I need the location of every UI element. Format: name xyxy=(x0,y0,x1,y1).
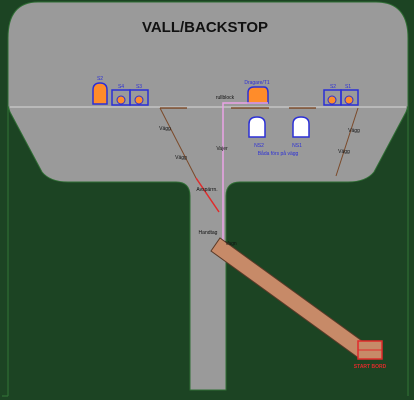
ns2-label: NS2 xyxy=(254,143,264,149)
s1-box xyxy=(340,89,359,106)
handtag-label: Handtag xyxy=(199,230,218,236)
s4-target xyxy=(116,95,126,105)
wall-label-3: Vägg xyxy=(348,128,360,134)
vagn-label: Vagn xyxy=(225,241,237,247)
vajer-label: Vajer xyxy=(216,146,228,152)
left-field-outline xyxy=(2,106,9,397)
start-bord-label: START BORD xyxy=(354,364,387,370)
wall-line-right xyxy=(335,107,359,177)
wall-label-1: Vägg xyxy=(159,126,171,132)
s3-box xyxy=(129,89,149,106)
s1-target xyxy=(344,95,354,105)
s4-label: S4 xyxy=(118,84,124,90)
s1-label: S1 xyxy=(345,84,351,90)
avsparrn-label: Avspärrn. xyxy=(196,187,217,193)
ns1-target xyxy=(292,116,310,138)
skis-note: Båda förs på vägg xyxy=(258,150,299,157)
rullblock-label: rullblock xyxy=(216,95,235,101)
ns1-label: NS1 xyxy=(292,143,302,149)
s3-target xyxy=(134,95,144,105)
s2r-target xyxy=(327,95,337,105)
wall-label-4: Vägg xyxy=(338,149,350,155)
s2-label: S2 xyxy=(97,76,103,82)
s2r-label: S2 xyxy=(330,84,336,90)
s2-target xyxy=(92,82,108,105)
title: VALL/BACKSTOP xyxy=(142,19,268,36)
wall-line-left xyxy=(159,107,197,179)
s3-label: S3 xyxy=(136,84,142,90)
wall-label-2: Vägg xyxy=(175,155,187,161)
dragare-label: Dragare/T1 xyxy=(244,80,270,86)
ns2-target xyxy=(248,116,266,138)
dragare-target xyxy=(247,86,269,104)
avsparrn-line xyxy=(195,177,220,213)
